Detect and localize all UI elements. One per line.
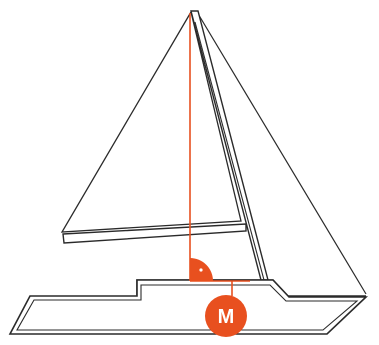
hull — [8, 279, 369, 335]
right-angle-dot — [199, 268, 203, 272]
m-marker-circle — [205, 295, 247, 337]
headsail — [60, 10, 242, 233]
hull-inner — [16, 284, 359, 331]
m-marker-label: M — [218, 306, 235, 328]
boom — [62, 223, 247, 244]
mast-inner-line — [194, 21, 265, 281]
mainsail-leech — [196, 11, 367, 295]
